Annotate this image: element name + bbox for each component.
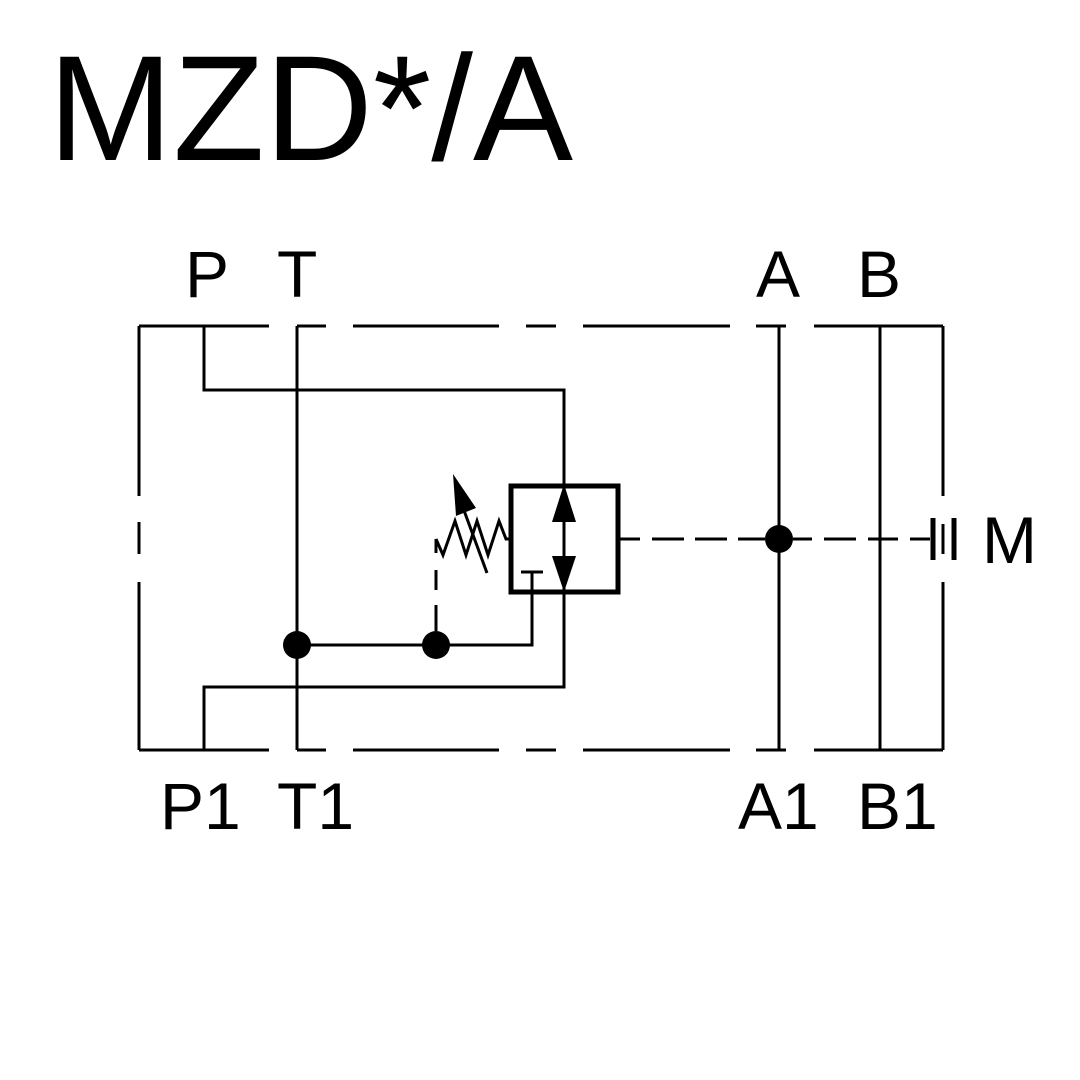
adjust-arrow-icon (453, 474, 476, 516)
flow-arrow-down-icon (552, 556, 576, 592)
pressure-reducing-valve (508, 483, 621, 595)
flow-arrow-up-icon (552, 484, 576, 522)
drain-line (297, 570, 543, 647)
p-line (202, 326, 566, 750)
junction-dot-drain (422, 631, 450, 659)
port-label-b: B (857, 237, 901, 311)
diagram-title: MZD*/A (48, 24, 573, 192)
port-label-b1: B1 (857, 769, 938, 843)
gauge-plug-icon (930, 518, 957, 560)
junction-dot-a (765, 525, 793, 553)
port-label-m: M (982, 503, 1037, 577)
junction-dot-t (283, 631, 311, 659)
port-label-t1: T1 (277, 769, 354, 843)
port-label-a1: A1 (738, 769, 819, 843)
port-label-p1: P1 (160, 769, 241, 843)
adjustable-spring-icon (434, 474, 511, 574)
port-label-t: T (277, 237, 317, 311)
port-label-p: P (185, 237, 229, 311)
port-label-a: A (756, 237, 800, 311)
